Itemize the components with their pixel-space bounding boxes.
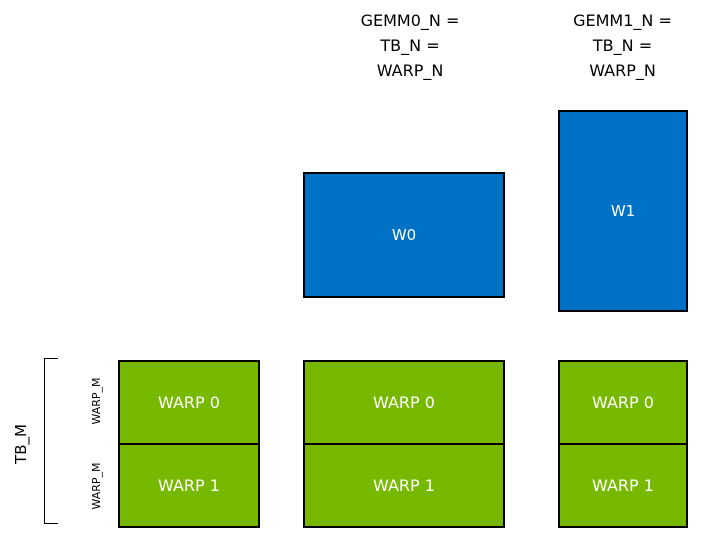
gemm0-column-header: GEMM0_N = TB_N = WARP_N <box>320 8 500 83</box>
tb-m-bracket <box>44 358 58 524</box>
green-col0-warp1-cell: WARP 1 <box>158 476 220 495</box>
gemm1-column-header: GEMM1_N = TB_N = WARP_N <box>540 8 705 83</box>
green-col2-warp0-cell: WARP 0 <box>560 362 686 445</box>
tb-m-label: TB_M <box>12 424 30 464</box>
w1-tile-label: W1 <box>610 202 636 220</box>
green-col1-warp0-cell: WARP 0 <box>305 362 503 445</box>
warp-m-label-bottom: WARP_M <box>89 462 103 510</box>
gemm0-header-line1: GEMM0_N = <box>360 11 460 30</box>
green-column-2: WARP 0 WARP 1 <box>558 360 688 528</box>
w1-tile: W1 <box>558 110 688 312</box>
green-col2-warp1-cell: WARP 1 <box>592 476 654 495</box>
green-col1-warp1-cell: WARP 1 <box>373 476 435 495</box>
green-col0-warp0-cell: WARP 0 <box>120 362 258 445</box>
gemm0-header-line3: WARP_N <box>376 61 444 80</box>
green-column-1: WARP 0 WARP 1 <box>303 360 505 528</box>
gemm1-header-line1: GEMM1_N = <box>573 11 672 30</box>
w0-tile: W0 <box>303 172 505 298</box>
gemm1-header-line3: WARP_N <box>589 61 656 80</box>
warp-m-label-top: WARP_M <box>89 377 103 425</box>
w0-tile-label: W0 <box>391 226 417 244</box>
gemm0-header-line2: TB_N = <box>380 36 440 55</box>
green-column-0: WARP 0 WARP 1 <box>118 360 260 528</box>
gemm1-header-line2: TB_N = <box>592 36 653 55</box>
